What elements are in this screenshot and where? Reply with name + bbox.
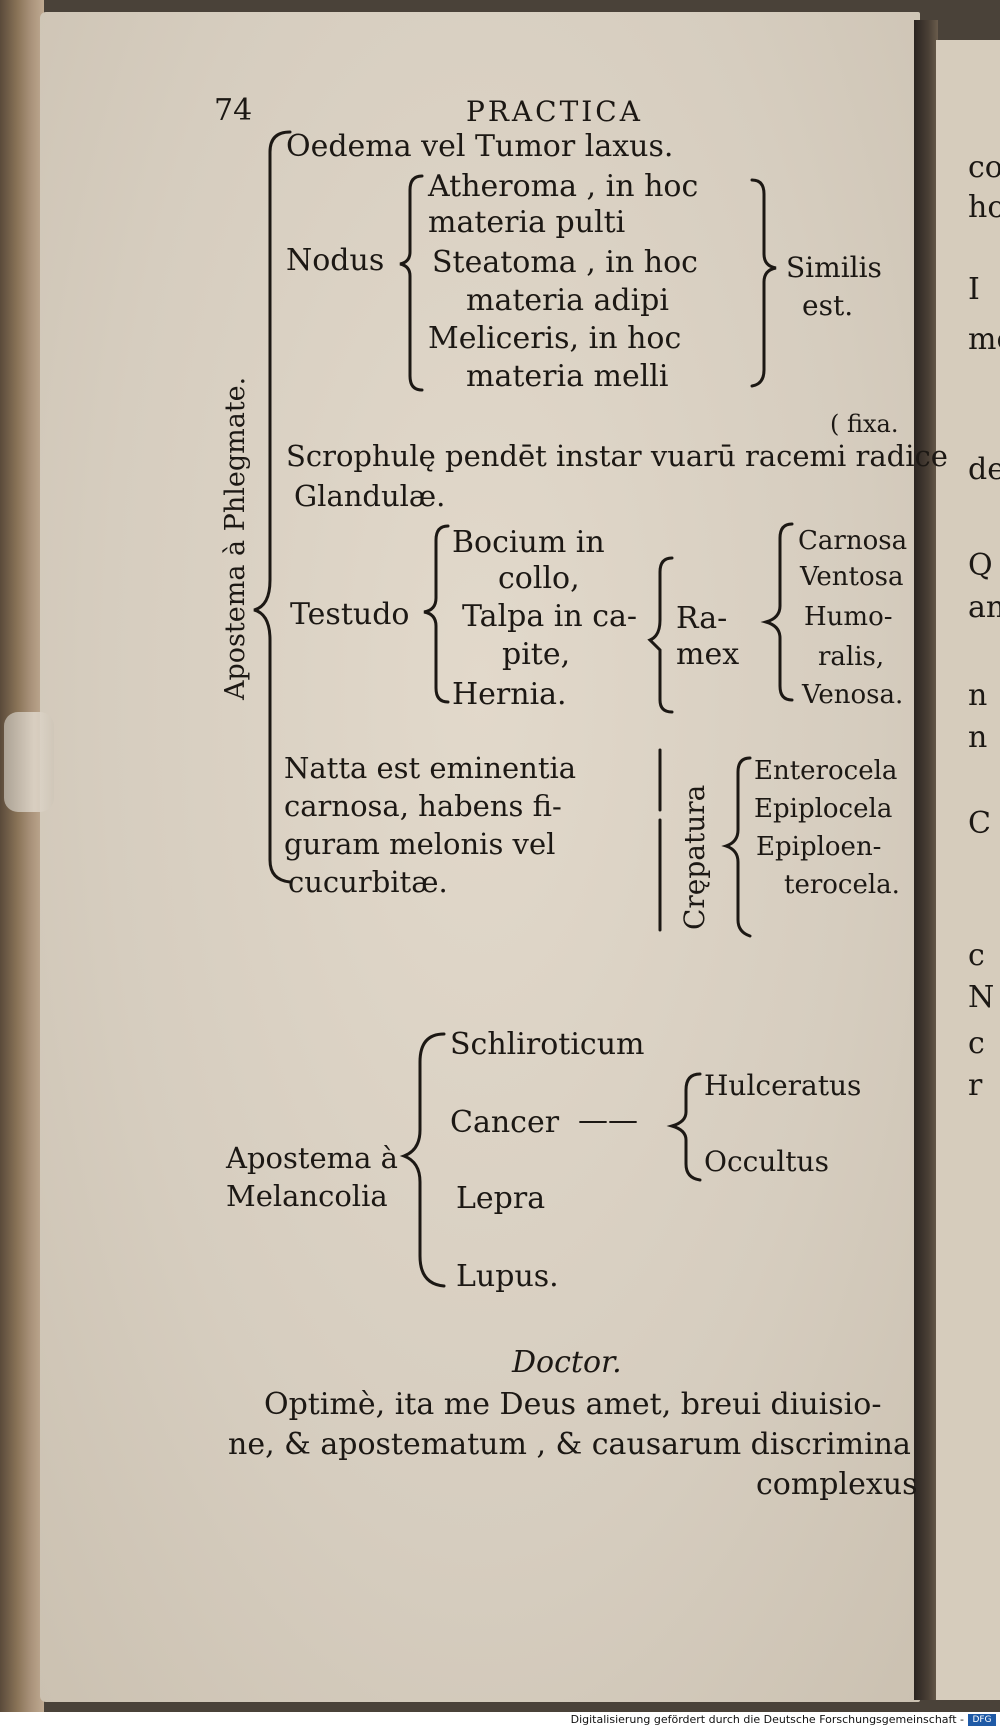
book-left-edge: [0, 0, 44, 1712]
right-page-fragment: de: [968, 452, 1000, 487]
crepatura-type: terocela.: [784, 870, 900, 900]
crepatura-type: Epiploen-: [756, 832, 882, 862]
right-page-fragment: c: [968, 1026, 985, 1061]
nodus-label: Nodus: [286, 243, 385, 278]
testudo-item: Hernia.: [452, 677, 567, 712]
nodus-item: materia pulti: [428, 205, 626, 240]
ramex-type: Venosa.: [802, 680, 904, 710]
main-brace: [253, 130, 292, 884]
testudo-label: Testudo: [290, 597, 410, 632]
scrophule-fixa: ( fixa.: [830, 410, 899, 438]
cancer-type: Hulceratus: [704, 1069, 862, 1102]
melancolia-item: Schliroticum: [450, 1027, 645, 1062]
right-page-fragment: c: [968, 938, 985, 973]
speaker-label: Doctor.: [512, 1345, 622, 1380]
next-page-edge: [936, 40, 1000, 1700]
testudo-item: Bocium in: [452, 525, 605, 560]
scrophule-line: Scrophulę pendēt instar vuarū racemi rad…: [286, 439, 948, 473]
book-gutter: [914, 20, 938, 1700]
melancolia-item: Lepra: [456, 1181, 546, 1216]
right-page-fragment: r: [968, 1068, 983, 1103]
ramex-type: Humo-: [804, 602, 893, 632]
right-page-fragment: N: [968, 980, 995, 1015]
ramex-right-brace: [760, 522, 794, 702]
nodus-item: Steatoma , in hoc: [432, 245, 698, 280]
right-page-fragment: co: [968, 150, 1000, 185]
dialogue-line: ne, & apostematum , & causarum discrimin…: [228, 1427, 911, 1462]
natta-line: guram melonis vel: [284, 827, 556, 861]
right-page-fragment: I: [968, 272, 980, 307]
melancolia-item: Lupus.: [456, 1259, 559, 1294]
page-clip: [4, 712, 54, 812]
footer-bar: Digitalisierung gefördert durch die Deut…: [0, 1712, 1000, 1728]
testudo-item: collo,: [498, 561, 580, 596]
ramex-type: ralis,: [818, 642, 885, 672]
crepatura-type: Epiplocela: [754, 794, 893, 824]
similis-label: est.: [802, 289, 854, 322]
natta-line: carnosa, habens fi-: [284, 789, 562, 823]
nodus-item: Meliceris, in hoc: [428, 321, 682, 356]
nodus-item: materia melli: [466, 359, 669, 394]
nodus-item: materia adipi: [466, 283, 669, 318]
right-page-fragment: n: [968, 720, 988, 755]
melancolia-root: Apostema à: [226, 1141, 398, 1175]
melancolia-brace: [399, 1032, 446, 1288]
right-page-fragment: ho: [968, 190, 1000, 225]
right-page-fragment: an: [968, 590, 1000, 625]
running-title: PRACTICA: [466, 95, 643, 128]
crepatura-type: Enterocela: [754, 756, 898, 786]
right-page-fragment: n: [968, 678, 988, 713]
melancolia-item: Cancer: [450, 1105, 560, 1140]
ramex-label: mex: [676, 637, 740, 672]
testudo-brace: [423, 524, 450, 704]
page-number: 74: [214, 93, 253, 128]
dialogue-line: complexus: [756, 1467, 918, 1502]
similis-label: Similis: [786, 251, 882, 284]
footer-credit: Digitalisierung gefördert durch die Deut…: [570, 1713, 964, 1726]
dfg-logo: DFG: [968, 1714, 996, 1726]
ramex-type: Carnosa: [798, 526, 908, 556]
cancer-brace: [666, 1072, 702, 1182]
scrophule-line: Glandulæ.: [294, 479, 446, 513]
testudo-item: pite,: [502, 637, 571, 672]
right-page-fragment: mo: [968, 322, 1000, 357]
natta-line: cucurbitæ.: [288, 865, 448, 899]
right-page-fragment: Q: [968, 548, 993, 583]
right-page-fragment: C: [968, 806, 991, 841]
testudo-item: Talpa in ca-: [462, 599, 638, 634]
oedema-entry: Oedema vel Tumor laxus.: [286, 129, 674, 164]
book-page: [40, 12, 920, 1702]
cancer-dash: ——: [578, 1103, 638, 1138]
ramex-type: Ventosa: [800, 562, 904, 592]
nodus-brace: [399, 174, 424, 392]
root-label-phlegmate: Apostema à Phlegmate.: [220, 376, 251, 700]
similis-brace: [750, 178, 777, 388]
nodus-item: Atheroma , in hoc: [428, 169, 699, 204]
cancer-type: Occultus: [704, 1145, 829, 1178]
dialogue-line: Optimè, ita me Deus amet, breui diuisio-: [264, 1387, 882, 1422]
crepatura-label: Crępatura: [678, 784, 711, 930]
crepatura-right-brace: [721, 756, 752, 938]
ramex-left-brace: [647, 556, 674, 714]
ramex-label: Ra-: [676, 601, 728, 636]
natta-line: Natta est eminentia: [284, 751, 577, 785]
melancolia-root: Melancolia: [226, 1179, 388, 1213]
